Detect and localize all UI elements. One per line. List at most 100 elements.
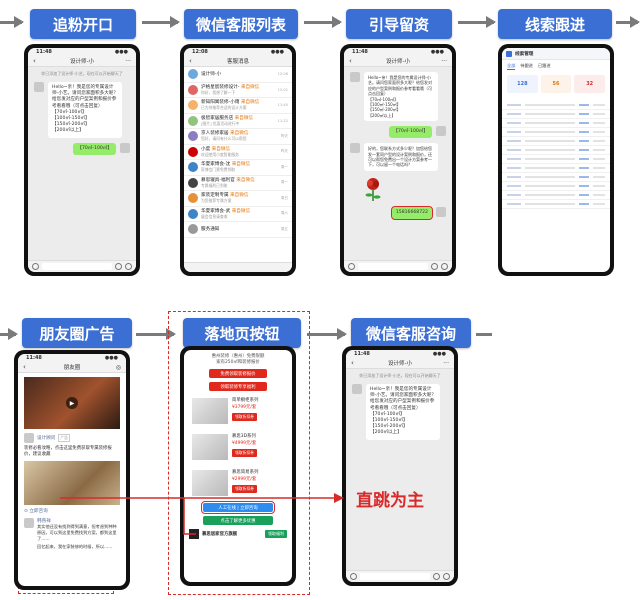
product-price: ¥2999元/套 xyxy=(232,476,257,482)
online-consult-button[interactable]: 人工在线 | 立即咨询 xyxy=(201,501,275,514)
conversation-item[interactable]: 小度 来自微信欢迎使用小度智能服务昨天 xyxy=(184,144,292,160)
more-icon[interactable]: ··· xyxy=(443,359,449,367)
status-time: 11:48 xyxy=(36,49,52,55)
message-input[interactable] xyxy=(358,263,428,270)
stat-card[interactable]: 32 xyxy=(574,75,606,93)
last-message: 展会信息请查收 xyxy=(201,213,228,219)
lead-row[interactable] xyxy=(502,101,610,110)
avatar[interactable] xyxy=(120,142,130,153)
moments-title: 朋友圈 xyxy=(63,365,81,371)
back-icon[interactable]: ‹ xyxy=(33,57,36,65)
product-image[interactable] xyxy=(192,398,228,424)
lead-row[interactable] xyxy=(502,137,610,146)
lead-row[interactable] xyxy=(502,119,610,128)
rose-sticker-icon xyxy=(365,177,381,201)
voice-icon[interactable] xyxy=(348,263,355,270)
more-offers-button[interactable]: 点击了解更多优惠 xyxy=(203,516,273,525)
avatar[interactable] xyxy=(24,518,34,529)
plus-icon[interactable] xyxy=(441,263,448,270)
lead-row[interactable] xyxy=(502,182,610,191)
free-quote-button[interactable]: 免费领取装修报价 xyxy=(209,369,267,378)
message-input[interactable] xyxy=(42,263,112,270)
post-author[interactable]: 韩燕祥 xyxy=(37,519,51,525)
product-image[interactable] xyxy=(192,470,228,496)
conversation-item[interactable]: 服务通知 周五 xyxy=(184,222,292,238)
emoji-icon[interactable] xyxy=(431,263,438,270)
step-label-3: 引导留资 xyxy=(346,9,452,39)
flow-arrow xyxy=(304,16,342,28)
avatar[interactable] xyxy=(350,143,360,154)
back-icon[interactable]: ‹ xyxy=(189,57,192,65)
product-card[interactable]: 简单橱柜系列¥3799元/套领取折扣券 xyxy=(189,395,287,427)
back-icon[interactable]: ‹ xyxy=(351,359,354,367)
conversation-item[interactable]: 华夏家博会-武 来自微信展会信息请查收周六 xyxy=(184,206,292,222)
lead-row[interactable] xyxy=(502,200,610,209)
coupon-button[interactable]: 领取折扣券 xyxy=(232,413,257,421)
avatar[interactable] xyxy=(24,433,34,443)
avatar[interactable] xyxy=(436,206,446,217)
stat-card[interactable]: 128 xyxy=(507,75,538,93)
crm-tabs: 全部 待跟进 已跟进 xyxy=(502,60,610,73)
welfare-button[interactable]: 领取装修专享福利 xyxy=(209,382,267,391)
shop-cta-button[interactable]: 领取福利 xyxy=(265,530,287,538)
more-icon[interactable]: ··· xyxy=(125,57,131,65)
avatar[interactable] xyxy=(350,72,360,82)
step-label-4: 线索跟进 xyxy=(498,9,612,39)
voice-icon[interactable] xyxy=(350,573,357,580)
conversation-item[interactable]: 华夏家博会-沈 来自微信家博会门票免费领取周一 xyxy=(184,160,292,176)
plus-icon[interactable] xyxy=(443,573,450,580)
product-image[interactable] xyxy=(192,434,228,460)
list-title: 客服消息 xyxy=(226,59,249,65)
lead-row[interactable] xyxy=(502,191,610,200)
message-time: 12:01 xyxy=(277,87,288,92)
ad-cta-link[interactable]: ⊙ 立即咨询 xyxy=(24,508,120,514)
contact-name: 华夏家博会-武 xyxy=(201,208,231,214)
tab-pending[interactable]: 待跟进 xyxy=(520,63,533,68)
lead-row[interactable] xyxy=(502,155,610,164)
play-icon[interactable]: ▶ xyxy=(66,397,78,409)
lead-row[interactable] xyxy=(502,173,610,182)
product-card[interactable]: 慕思简易系列¥2999元/套领取折扣券 xyxy=(189,467,287,499)
voice-icon[interactable] xyxy=(32,263,39,270)
tab-done[interactable]: 已跟进 xyxy=(537,63,551,68)
emoji-icon[interactable] xyxy=(433,573,440,580)
conversation-item[interactable]: 设计师-小 12:06 xyxy=(184,67,292,83)
avatar[interactable] xyxy=(34,82,44,92)
conversation-item[interactable]: 京人装修家居 来自微信您好，请问有什么可以帮您昨天 xyxy=(184,129,292,145)
conversation-item[interactable]: 慕思寝具-福利官 来自微信专属福利已到账周一 xyxy=(184,175,292,191)
phone-number-bubble: 15816668722 xyxy=(390,205,434,221)
highlight-frame xyxy=(168,311,310,595)
tab-all[interactable]: 全部 xyxy=(507,63,516,70)
ad-image[interactable] xyxy=(24,461,120,506)
lead-row[interactable] xyxy=(502,110,610,119)
ad-poster-name[interactable]: 设计顾问 xyxy=(37,436,56,441)
product-card[interactable]: 慕思3D系列¥4999元/套领取折扣券 xyxy=(189,431,287,463)
camera-icon[interactable]: ◎ xyxy=(115,363,121,371)
emoji-icon[interactable] xyxy=(115,263,122,270)
avatar[interactable] xyxy=(352,384,362,394)
back-icon[interactable]: ‹ xyxy=(349,57,352,65)
ad-text: 装修必看攻略，点击这里免费获取专属装修报价，建议收藏 xyxy=(24,446,112,458)
message-input[interactable] xyxy=(360,573,430,580)
ad-video[interactable]: ▶ xyxy=(24,377,120,429)
conversation-item[interactable]: 家装定制专属 来自微信为您推荐专属方案周日 xyxy=(184,191,292,207)
coupon-button[interactable]: 领取折扣券 xyxy=(232,485,257,493)
message-time: 12:06 xyxy=(277,72,288,77)
status-time: 11:48 xyxy=(354,351,370,357)
lead-row[interactable] xyxy=(502,146,610,155)
lead-row[interactable] xyxy=(502,164,610,173)
lead-row[interactable] xyxy=(502,128,610,137)
stat-card[interactable]: 56 xyxy=(540,75,572,93)
back-icon[interactable]: ‹ xyxy=(23,363,26,371)
coupon-button[interactable]: 领取折扣券 xyxy=(232,449,257,457)
reply-bubble: 【70㎡-100㎡】 xyxy=(73,142,116,155)
plus-icon[interactable] xyxy=(125,263,132,270)
more-icon[interactable]: ··· xyxy=(441,57,447,65)
source-tag: 来自微信 xyxy=(240,100,260,106)
avatar[interactable] xyxy=(436,126,446,137)
message-time: 周五 xyxy=(280,226,288,231)
